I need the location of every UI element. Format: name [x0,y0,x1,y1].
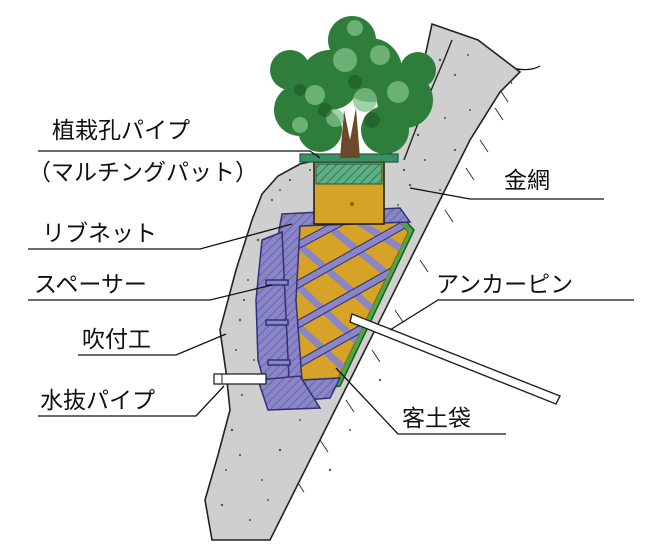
spacer-bars [265,279,291,366]
tree-icon [270,16,436,158]
label-anchor-pin: アンカーピン [436,272,573,298]
leader-planting-pipe [38,150,321,159]
leader-anchor-pin [389,299,634,331]
label-soil-bag: 客土袋 [402,406,471,432]
label-spacer: スペーサー [34,272,147,298]
leader-rib-net [28,223,293,250]
anchor-pin [349,313,561,405]
label-rib-net: リブネット [42,221,157,247]
label-planting-pipe: 植栽孔パイプ [52,118,190,144]
drain-pipe [213,373,267,385]
label-wire-mesh: 金網 [504,168,550,194]
natural-ground [270,24,653,555]
leader-shotcrete [78,333,227,356]
leader-lines [28,150,634,435]
label-drain-pipe: 水抜パイプ [40,388,155,414]
label-planting-pipe-sub: （マルチングパット） [28,160,258,186]
leader-wire-mesh [409,187,604,200]
rib-net-bottom [256,375,322,411]
wire-mesh-line [403,39,453,161]
leader-soil-bag [335,367,506,435]
leader-spacer [28,284,273,301]
label-shotcrete: 吹付工 [82,327,151,353]
leader-drain-pipe [38,385,225,417]
planting-pipe [299,153,399,225]
